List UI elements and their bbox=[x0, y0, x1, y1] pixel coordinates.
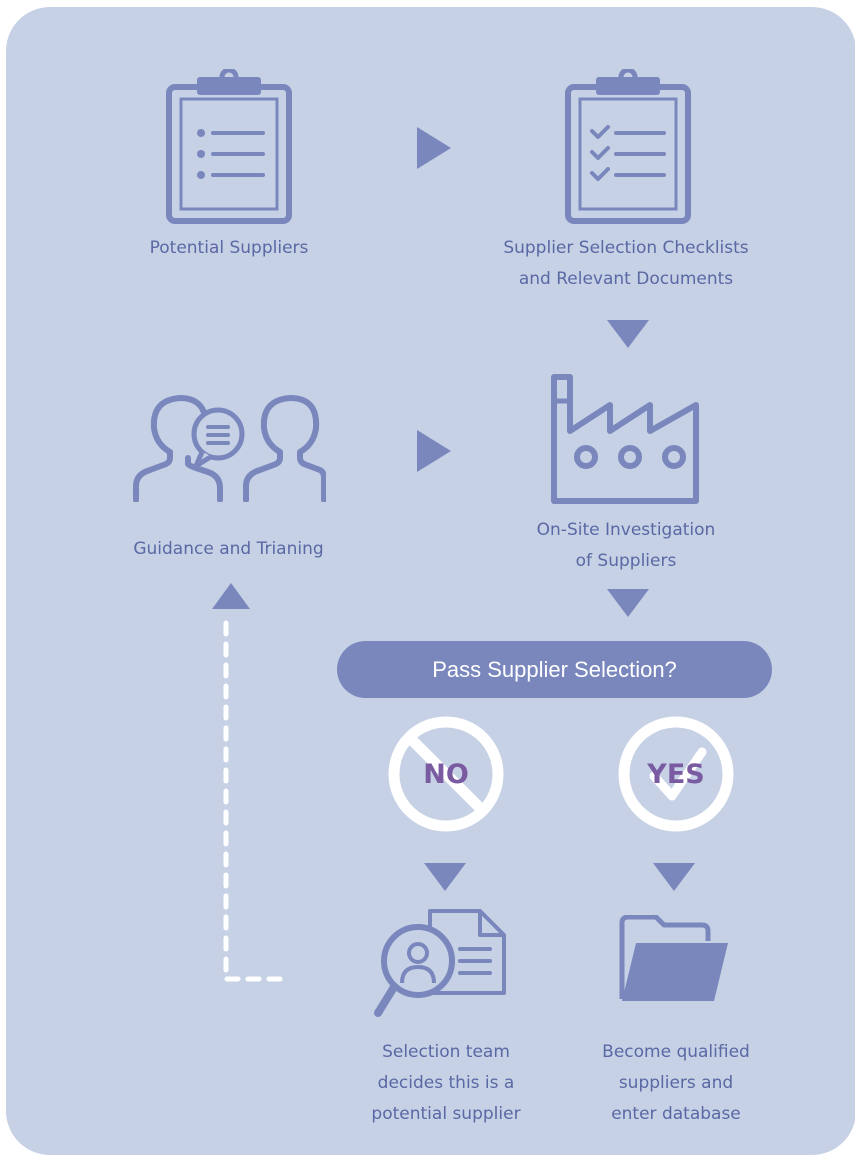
arrow-right-icon bbox=[417, 430, 451, 472]
yes-outcome-label: Become qualified suppliers and enter dat… bbox=[602, 1042, 750, 1124]
clipboard-checklist-icon bbox=[565, 69, 691, 224]
folder-icon bbox=[619, 915, 728, 1001]
search-profile-icon bbox=[374, 909, 506, 1017]
people-chat-icon bbox=[133, 395, 326, 502]
no-sign-icon bbox=[388, 716, 504, 832]
arrow-down-icon bbox=[607, 589, 649, 617]
feedback-dashed-line bbox=[212, 583, 291, 982]
arrow-right-icon bbox=[417, 127, 451, 169]
flowchart-panel: Potential Suppliers Supplier Selection C… bbox=[6, 7, 855, 1155]
arrow-down-icon bbox=[424, 863, 466, 891]
clipboard-list-icon bbox=[166, 69, 292, 224]
decision-pill: Pass Supplier Selection? bbox=[337, 641, 772, 698]
guidance-label: Guidance and Trianing bbox=[133, 539, 324, 559]
factory-icon bbox=[551, 374, 699, 504]
yes-label: YES bbox=[647, 759, 705, 790]
arrow-down-icon bbox=[653, 863, 695, 891]
no-outcome-label: Selection team decides this is a potenti… bbox=[371, 1042, 521, 1124]
arrow-down-icon bbox=[607, 320, 649, 348]
no-label: NO bbox=[423, 759, 469, 790]
investigation-label: On-Site Investigation of Suppliers bbox=[536, 520, 716, 571]
yes-check-icon bbox=[618, 716, 734, 832]
checklists-label: Supplier Selection Checklists and Releva… bbox=[503, 238, 749, 289]
potential-suppliers-label: Potential Suppliers bbox=[149, 238, 309, 258]
